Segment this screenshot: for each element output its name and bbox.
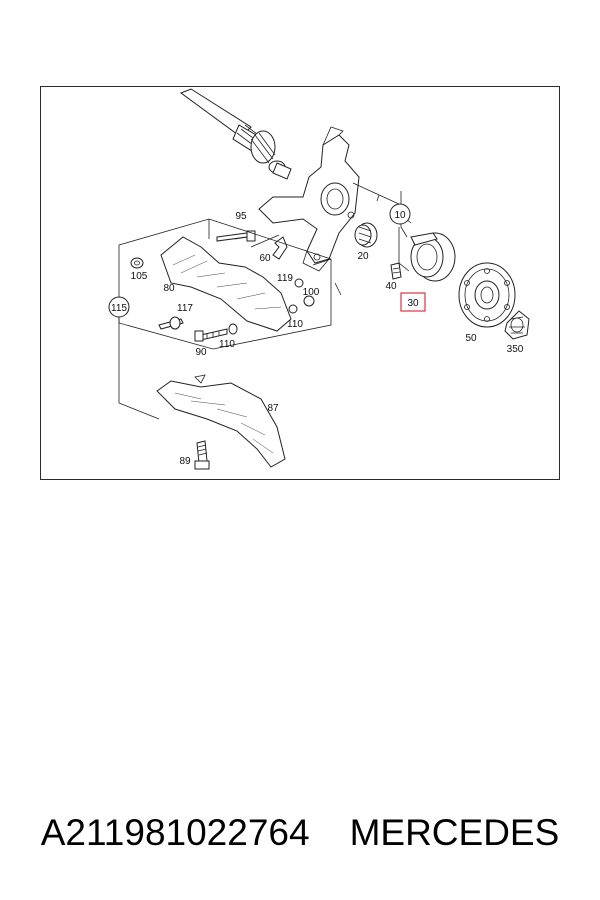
- callout-90: 90: [195, 347, 207, 358]
- callout-350: 350: [507, 344, 524, 355]
- callout-117: 117: [177, 303, 193, 314]
- callout-10: 10: [394, 210, 406, 221]
- parts-diagram-frame: 10 20 30 40 50 60 80 87 89 90 95 100 105…: [40, 86, 560, 480]
- clip: [272, 236, 288, 260]
- axle-nut: [504, 310, 530, 340]
- callout-110-upper: 110: [287, 319, 303, 330]
- callout-20: 20: [357, 251, 369, 262]
- bracket-115-leader: [118, 315, 160, 420]
- callout-60: 60: [259, 253, 271, 264]
- callout-circle-115: [108, 296, 130, 318]
- callouts: 10 20 30 40 50 60 80 87 89 90 95 100 105…: [108, 203, 524, 467]
- bolt-95: [216, 230, 256, 242]
- wheel-bearing: [410, 232, 456, 282]
- cross-brace: [156, 374, 286, 468]
- highlight-box: [400, 292, 426, 312]
- part-caption: A211981022764 MERCEDES: [0, 808, 600, 858]
- bolt-89: [194, 440, 210, 470]
- wheel-bearing-bolt: [390, 262, 402, 280]
- callout-80: 80: [163, 283, 175, 294]
- callout-105: 105: [131, 271, 148, 282]
- callout-50: 50: [465, 333, 477, 344]
- callout-115: 115: [111, 303, 127, 314]
- part-number: A211981022764: [40, 812, 310, 853]
- callout-119: 119: [277, 273, 293, 284]
- exploded-view-diagram: 10 20 30 40 50 60 80 87 89 90 95 100 105…: [108, 88, 530, 470]
- callout-circle-10: [389, 203, 411, 225]
- lower-control-arm: [160, 236, 292, 332]
- callout-100: 100: [303, 287, 320, 298]
- brand-name: MERCEDES: [349, 812, 560, 853]
- callout-110-lower: 110: [219, 339, 235, 350]
- fasteners: [130, 257, 315, 335]
- bushing: [354, 222, 378, 248]
- callout-89: 89: [179, 456, 191, 467]
- callout-95: 95: [235, 211, 247, 222]
- wheel-hub: [458, 262, 516, 328]
- bolt-117: [158, 316, 184, 330]
- callout-87: 87: [267, 403, 279, 414]
- callout-40: 40: [385, 281, 397, 292]
- bolt-90: [194, 328, 228, 342]
- callout-30: 30: [407, 298, 419, 309]
- drive-shaft: [179, 88, 292, 180]
